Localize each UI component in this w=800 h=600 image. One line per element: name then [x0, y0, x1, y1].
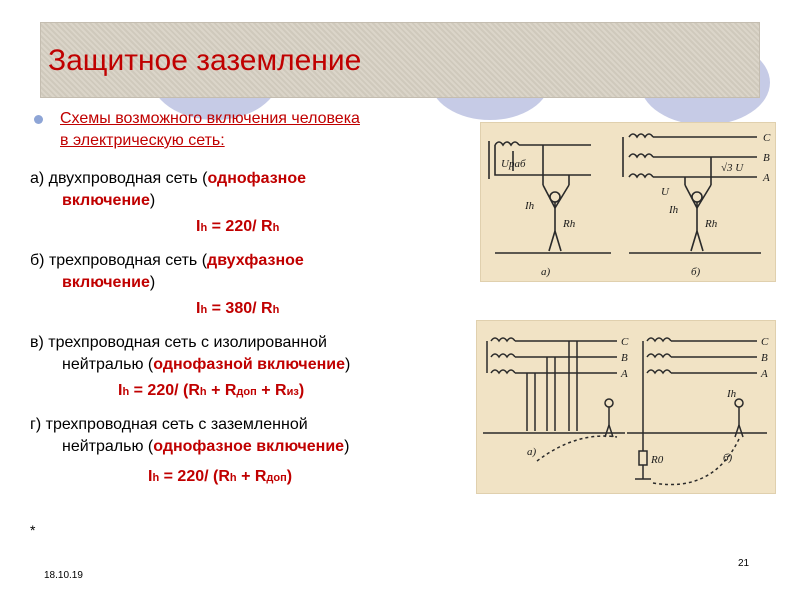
label2-c2: C: [761, 336, 769, 348]
item-a-highlight2: включение: [62, 192, 150, 209]
item-v-suffix: ): [345, 356, 351, 373]
label-ih1: Ih: [524, 200, 535, 212]
formula-v: Ih = 220/ (Rh + Rдоп + Rиз): [118, 382, 304, 400]
slide-date: 18.10.19: [44, 570, 83, 581]
diagram-two-wire-and-three-wire: Uраб C B A U √3 U Ih Rh Ih Rh а) б): [480, 122, 776, 282]
subtitle-line2: в электрическую сеть:: [60, 132, 225, 149]
formula-a-lhs: I: [196, 218, 201, 235]
formula-v-a: I: [118, 382, 123, 399]
label-u: U: [661, 186, 670, 198]
formula-g-e: ): [286, 468, 293, 485]
label-fig-b: б): [691, 266, 701, 278]
label-c: C: [763, 132, 771, 144]
item-a-prefix: а) двухпроводная сеть (: [30, 170, 208, 187]
formula-g: Ih = 220/ (Rh + Rдоп): [148, 468, 292, 486]
item-a-highlight1: однофазное: [207, 170, 307, 187]
formula-b-rhs: = 380/ R: [207, 300, 273, 317]
subtitle: Схемы возможного включения человека в эл…: [60, 108, 480, 152]
formula-v-b-sub: h: [199, 386, 207, 398]
formula-g-b-sub: h: [229, 472, 237, 484]
diagram-isolated-and-grounded-neutral: C B A C B A а) б) R0 Ih: [476, 320, 776, 494]
page-number: 21: [738, 558, 750, 569]
label2-c1: C: [621, 336, 629, 348]
label-a: A: [762, 172, 770, 184]
formula-a: Ih = 220/ Rh: [196, 218, 279, 236]
label-b: B: [763, 152, 770, 164]
item-b-line1: б) трехпроводная сеть (двухфазное: [30, 250, 304, 271]
label-fig-a: а): [541, 266, 551, 278]
label-sqrt3u: √3 U: [721, 162, 744, 174]
formula-b-lhs: I: [196, 300, 201, 317]
item-g-highlight: однофазное включение: [153, 438, 345, 455]
item-g-suffix: ): [344, 438, 350, 455]
formula-g-c-sub: доп: [266, 472, 287, 484]
label2-r0: R0: [650, 454, 664, 466]
label-ih2: Ih: [668, 204, 679, 216]
label2-fig-a: а): [527, 446, 537, 458]
label2-a2: A: [760, 368, 768, 380]
formula-g-b: = 220/ (R: [159, 468, 230, 485]
formula-g-c: + R: [236, 468, 267, 485]
formula-a-rhs: = 220/ R: [207, 218, 273, 235]
formula-v-c-sub: доп: [236, 386, 257, 398]
formula-a-rhs-sub: h: [272, 222, 280, 234]
label-urab: Uраб: [501, 158, 526, 170]
label2-fig-b: б): [723, 452, 733, 464]
item-v-highlight: однофазной включение: [153, 356, 346, 373]
formula-a-lhs-sub: h: [200, 222, 208, 234]
formula-v-d: + R: [256, 382, 287, 399]
label-rh1: Rh: [562, 218, 576, 230]
slide-title: Защитное заземление: [48, 44, 362, 77]
item-v-line2: нейтралью (однофазной включение): [62, 354, 350, 375]
item-v-prefix: нейтралью (: [62, 356, 154, 373]
item-v-line1: в) трехпроводная сеть с изолированной: [30, 334, 327, 351]
label2-a1: A: [620, 368, 628, 380]
formula-b: Ih = 380/ Rh: [196, 300, 279, 318]
footnote-star: *: [30, 522, 36, 538]
item-a-suffix: ): [149, 192, 156, 209]
formula-v-a-sub: h: [122, 386, 130, 398]
label2-b1: B: [621, 352, 628, 364]
item-b-line2: включение): [62, 272, 155, 293]
item-g-line2: нейтралью (однофазное включение): [62, 436, 349, 457]
formula-v-d-sub: из: [286, 386, 299, 398]
item-b-prefix: б) трехпроводная сеть (: [30, 252, 208, 269]
formula-v-e: ): [298, 382, 305, 399]
subtitle-line1: Схемы возможного включения человека: [60, 110, 360, 127]
formula-v-c: + R: [206, 382, 237, 399]
bullet-icon: [34, 115, 43, 124]
title-band: [40, 22, 760, 98]
item-g-line1: г) трехпроводная сеть с заземленной: [30, 416, 308, 433]
item-b-highlight2: включение: [62, 274, 150, 291]
item-a-line1: а) двухпроводная сеть (однофазное: [30, 168, 306, 189]
label2-b2: B: [761, 352, 768, 364]
formula-b-rhs-sub: h: [272, 304, 280, 316]
item-a-line2: включение): [62, 190, 155, 211]
label2-ih: Ih: [726, 388, 737, 400]
item-b-highlight1: двухфазное: [207, 252, 304, 269]
item-b-suffix: ): [149, 274, 156, 291]
diagram1-svg: Uраб C B A U √3 U Ih Rh Ih Rh а) б): [488, 132, 771, 278]
formula-g-a: I: [148, 468, 153, 485]
formula-b-lhs-sub: h: [200, 304, 208, 316]
diagram2-svg: C B A C B A а) б) R0 Ih: [483, 336, 769, 486]
formula-g-a-sub: h: [152, 472, 160, 484]
formula-v-b: = 220/ (R: [129, 382, 200, 399]
label-rh2: Rh: [704, 218, 718, 230]
item-g-prefix: нейтралью (: [62, 438, 154, 455]
